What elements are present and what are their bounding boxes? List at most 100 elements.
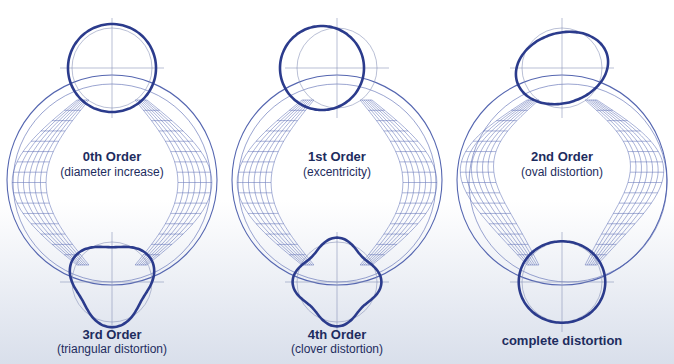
mesh-line: [596, 244, 616, 245]
mesh-line: [31, 223, 59, 224]
mesh-line: [496, 120, 516, 121]
mesh-line: [177, 172, 211, 173]
mesh-line: [165, 223, 193, 224]
mesh-line: [460, 172, 494, 173]
mesh-line: [23, 151, 53, 152]
mesh-line: [256, 141, 284, 142]
mesh-line: [377, 120, 397, 121]
mesh-line: [396, 151, 426, 152]
mesh-line: [403, 182, 437, 183]
mesh-line: [46, 100, 89, 265]
mesh-line: [597, 100, 664, 265]
mesh-line: [630, 161, 662, 162]
mesh-line: [41, 130, 65, 131]
mesh-line: [360, 100, 403, 265]
order-description: (excentricity): [303, 166, 371, 180]
mesh-line: [237, 182, 271, 183]
mesh-line: [171, 151, 201, 152]
mesh-line: [135, 265, 147, 266]
mesh-line: [377, 244, 397, 245]
mesh-line: [607, 120, 627, 121]
mesh-line: [289, 254, 305, 255]
crosshair: [337, 18, 338, 118]
mesh-line: [473, 141, 501, 142]
mesh-line: [602, 234, 626, 235]
mesh-line: [494, 100, 539, 265]
mesh-line: [165, 141, 193, 142]
mesh-line: [23, 213, 53, 214]
mesh-line: [12, 100, 77, 265]
mesh-line: [289, 110, 305, 111]
crosshair: [562, 232, 563, 332]
mesh-line: [630, 172, 664, 173]
mesh-line: [489, 223, 517, 224]
mesh-line: [13, 192, 47, 193]
mesh-line: [396, 213, 426, 214]
mesh-line: [242, 203, 274, 204]
mesh-line: [460, 100, 527, 265]
mesh-line: [400, 161, 432, 162]
mesh-line: [372, 100, 437, 265]
mesh-line: [271, 100, 314, 265]
mesh-line: [52, 120, 72, 121]
distortion-profile: [516, 32, 608, 104]
pipe-wireframe: [232, 18, 442, 332]
order-title: 4th Order: [308, 328, 367, 343]
mesh-line: [462, 182, 496, 183]
order-description: (clover distortion): [291, 343, 383, 357]
mesh-line: [17, 203, 49, 204]
mesh-line: [266, 130, 290, 131]
mesh-line: [390, 141, 418, 142]
mesh-line: [159, 234, 183, 235]
mesh-line: [31, 141, 59, 142]
mesh-line: [402, 172, 436, 173]
order-title: 0th Order: [83, 150, 142, 165]
mesh-line: [277, 120, 297, 121]
mesh-line: [607, 223, 635, 224]
mesh-line: [628, 182, 662, 183]
mesh-line: [152, 120, 172, 121]
mesh-line: [498, 234, 522, 235]
reference-circle: [72, 28, 152, 108]
mesh-line: [624, 192, 658, 193]
order-description: (oval distortion): [521, 166, 603, 180]
mesh-line: [52, 244, 72, 245]
mesh-line: [585, 100, 630, 265]
mesh-line: [17, 161, 49, 162]
mesh-line: [390, 223, 418, 224]
mesh-line: [473, 203, 505, 204]
mesh-line: [237, 100, 302, 265]
mesh-line: [238, 192, 272, 193]
mesh-line: [64, 110, 80, 111]
mesh-line: [175, 161, 207, 162]
mesh-line: [613, 213, 643, 214]
mesh-line: [623, 141, 651, 142]
mesh-line: [508, 244, 528, 245]
mesh-line: [13, 172, 47, 173]
order-title: 2nd Order: [531, 150, 593, 165]
mesh-line: [597, 110, 613, 111]
mesh-line: [480, 213, 510, 214]
distortion-profile: [68, 24, 156, 112]
crosshair: [337, 232, 338, 332]
mesh-line: [466, 192, 500, 193]
mesh-line: [135, 100, 178, 265]
order-title: 1st Order: [308, 150, 366, 165]
mesh-line: [177, 192, 211, 193]
mesh-line: [171, 213, 201, 214]
mesh-line: [368, 110, 384, 111]
pipe-wireframe: [7, 18, 217, 332]
distortion-profile: [70, 247, 154, 327]
mesh-line: [77, 265, 89, 266]
mesh-line: [511, 110, 527, 111]
mesh-line: [384, 130, 408, 131]
mesh-line: [616, 130, 640, 131]
mesh-line: [41, 234, 65, 235]
mesh-line: [266, 234, 290, 235]
pipe-wireframe: [457, 18, 667, 332]
mesh-line: [527, 265, 539, 266]
mesh-line: [159, 130, 183, 131]
order-description: (triangular distortion): [57, 343, 167, 357]
mesh-line: [402, 192, 436, 193]
